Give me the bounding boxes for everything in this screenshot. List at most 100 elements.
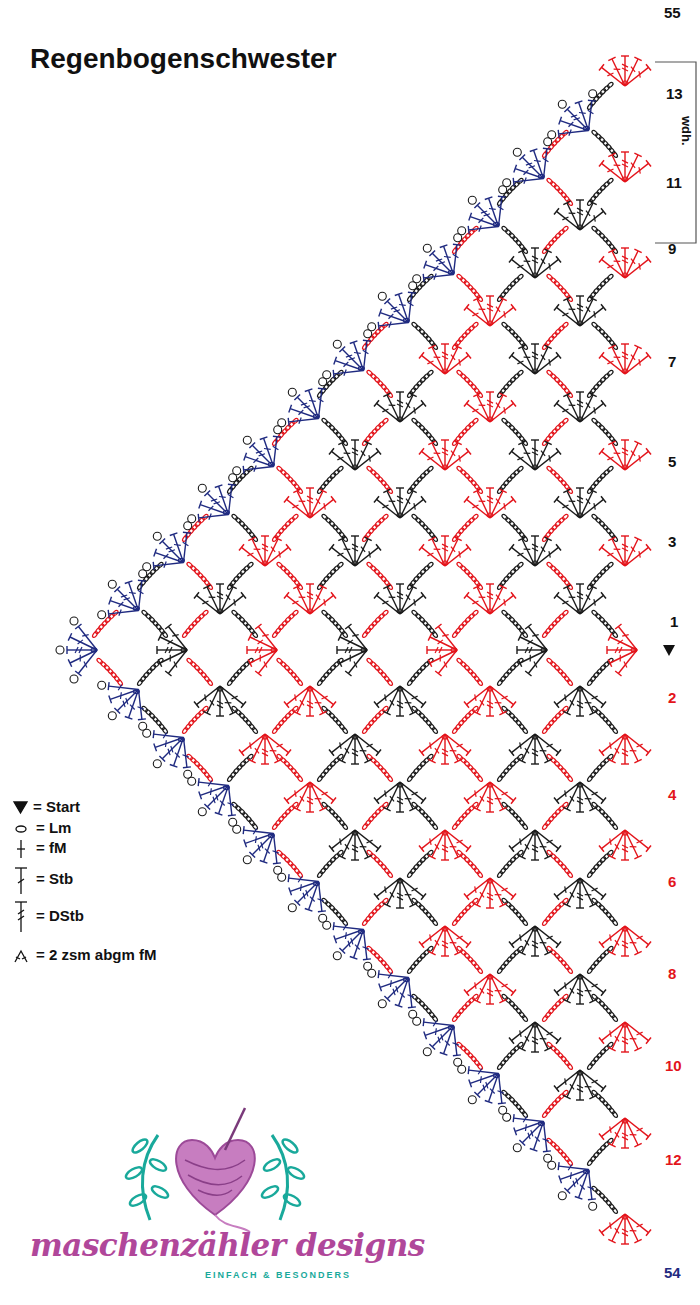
chain-stitch [598, 520, 605, 527]
stitch-slash [532, 635, 539, 636]
stitch [168, 627, 187, 651]
stitch-slash [541, 355, 545, 360]
chain-stitch [325, 517, 332, 524]
stitch-top [509, 544, 514, 550]
stitch-slash [618, 640, 623, 644]
chain-stitch [602, 332, 609, 339]
chain-stitch [560, 575, 567, 582]
stitch-top [306, 487, 314, 488]
chain-stitch [557, 284, 564, 291]
chain-stitch [505, 325, 512, 332]
stitch-top [563, 489, 570, 493]
chain-stitch [152, 620, 159, 627]
chain-stitch [596, 1148, 603, 1155]
stitch-slash [622, 356, 628, 359]
stitch-slash [498, 206, 504, 210]
chain-stitch [587, 1159, 594, 1166]
stitch-slash [442, 544, 448, 547]
chain-stitch [280, 661, 287, 668]
chain-stitch [411, 514, 418, 521]
chain-stitch [107, 668, 114, 675]
stitch-slash [562, 313, 568, 316]
chain-stitch [464, 808, 471, 815]
chain-stitch [542, 727, 549, 734]
chain-stitch [515, 335, 522, 342]
chain-stitch [378, 613, 385, 620]
stitch-top [273, 436, 281, 438]
stitch-top [531, 535, 539, 536]
sc2tog-tick [16, 957, 20, 959]
chain-stitch [467, 668, 474, 675]
chain-stitch [452, 727, 459, 734]
chain-stitch [470, 767, 477, 774]
chain-stitch [373, 568, 380, 575]
chain-stitch [509, 856, 516, 863]
picot [499, 186, 507, 194]
chain-stitch [463, 568, 470, 575]
chain-stitch [463, 280, 470, 287]
chain-stitch [557, 1148, 564, 1155]
stitch-slash [472, 409, 478, 412]
chain-stitch [508, 712, 515, 719]
stitch-top [293, 489, 300, 493]
stitch [348, 627, 367, 651]
stitch-slash [439, 647, 442, 653]
chain-stitch [460, 1045, 467, 1052]
stitch-slash [352, 544, 358, 547]
stitch-slash [382, 409, 388, 412]
stitch-slash [622, 164, 628, 167]
chain-stitch [553, 760, 560, 767]
chain-stitch [374, 616, 381, 623]
stitch-top [293, 585, 300, 589]
chain-stitch [407, 295, 414, 302]
chain-stitch [425, 431, 432, 438]
stitch [337, 649, 367, 650]
chain-stitch [425, 719, 432, 726]
stitch-top [165, 671, 171, 676]
stitch-slash [479, 218, 484, 223]
chain-stitch [290, 671, 297, 678]
stitch-slash [427, 457, 433, 460]
stitch-top [364, 537, 371, 541]
chain-stitch [335, 431, 342, 438]
chain-stitch [513, 469, 520, 476]
stitch-slash [307, 596, 313, 599]
stitch-slash [622, 260, 628, 263]
chain-stitch [427, 466, 434, 473]
chain-stitch [461, 908, 468, 915]
stitch-slash [442, 356, 448, 359]
fan-base [307, 609, 313, 613]
chain-stitch [509, 280, 516, 287]
stitch-top [601, 592, 606, 598]
stitch-top [599, 448, 604, 454]
chain-stitch [335, 527, 342, 534]
stitch-slash [406, 403, 410, 408]
chain-stitch [283, 472, 290, 479]
chain-stitch [596, 188, 603, 195]
chain-stitch [550, 277, 557, 284]
chain-stitch [416, 764, 423, 771]
chain-stitch [553, 664, 560, 671]
chain-stitch [607, 178, 614, 185]
fan-base [532, 465, 538, 469]
stitch-slash [529, 166, 535, 168]
tr-symbol-slash [18, 916, 24, 920]
stitch-slash [414, 407, 415, 414]
stitch-top [241, 592, 246, 598]
stitch-top [511, 496, 516, 502]
chain-stitch [599, 760, 606, 767]
stitch-top [165, 624, 171, 629]
chain-stitch [328, 616, 335, 623]
stitch-slash [517, 457, 523, 460]
stitch [139, 581, 142, 611]
chain-stitch [380, 767, 387, 774]
stitch-top [646, 352, 651, 358]
chain-stitch [326, 572, 333, 579]
chain-stitch [284, 808, 291, 815]
chain-stitch [605, 239, 612, 246]
stitch-top [531, 343, 539, 344]
stitch-slash [534, 160, 541, 162]
stitch-top [396, 583, 404, 584]
chain-stitch [290, 479, 297, 486]
chain-stitch [155, 623, 162, 630]
